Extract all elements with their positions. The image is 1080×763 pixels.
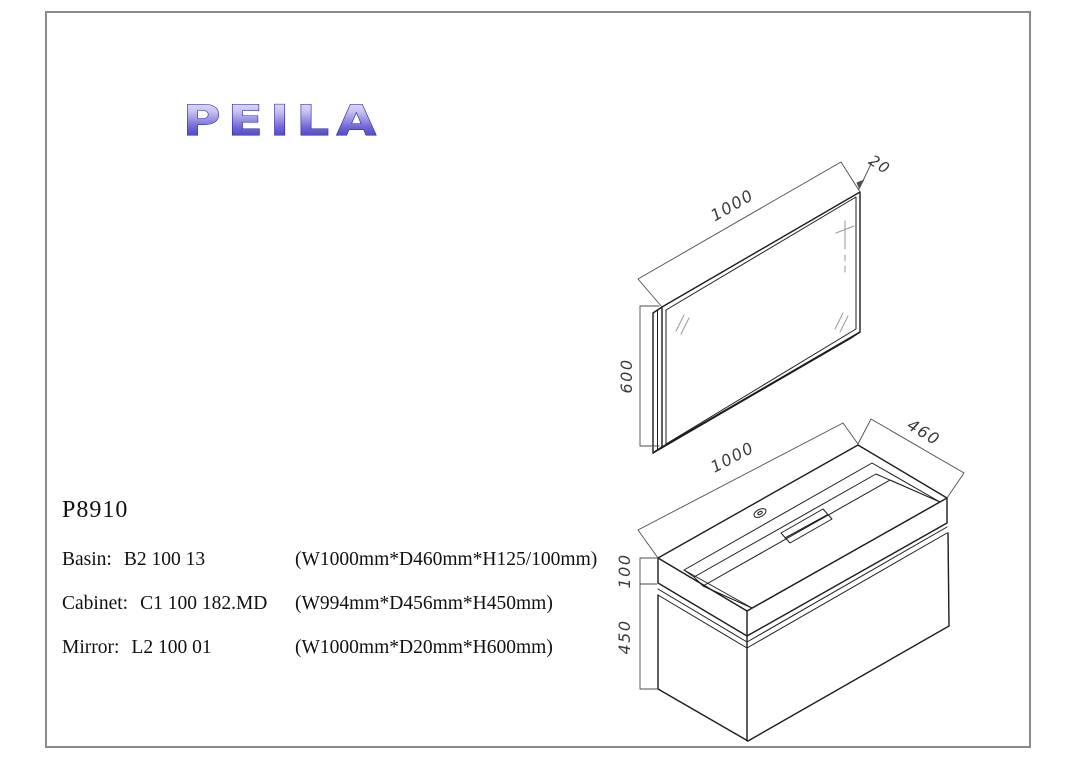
basin-code: B2 100 13 bbox=[123, 549, 206, 570]
mirror-height-dim-label: 600 bbox=[617, 358, 636, 393]
spec-row-cabinet: Cabinet: C1 100 182.MD (W994mm*D456mm*H45… bbox=[62, 593, 622, 615]
cabinet-label: Cabinet: bbox=[62, 593, 129, 614]
mirror-width-dim-label: 1000 bbox=[707, 185, 757, 225]
mirror-frame-outline bbox=[661, 191, 861, 448]
basin-box-edges bbox=[657, 497, 948, 649]
mirror-drawing: 600 1000 20 bbox=[617, 151, 894, 454]
mirror-depth-dim-label: 20 bbox=[866, 151, 894, 178]
mirror-dimensions: (W1000mm*D20mm*H600mm) bbox=[295, 637, 553, 658]
mirror-width-dim-lines bbox=[637, 161, 861, 308]
cabinet-dimensions: (W994mm*D456mm*H450mm) bbox=[295, 593, 553, 614]
cabinet-body-outline bbox=[657, 532, 950, 742]
cabinet-reveal-lines bbox=[657, 526, 948, 649]
mirror-glass-bezel bbox=[665, 196, 857, 445]
basin-height-dim-label: 100 bbox=[615, 553, 634, 588]
spec-row-basin: Basin: B2 100 13 (W1000mm*D460mm*H125/100… bbox=[62, 549, 622, 571]
basin-label: Basin: bbox=[62, 549, 112, 570]
glass-hatch-left bbox=[675, 314, 690, 335]
basin-dimensions: (W1000mm*D460mm*H125/100mm) bbox=[295, 549, 598, 570]
model-number: P8910 bbox=[62, 497, 129, 523]
mirror-depth-dim-arrow bbox=[856, 179, 865, 189]
mirror-label: Mirror: bbox=[62, 637, 120, 658]
glass-centerline-mark bbox=[835, 220, 855, 273]
basin-drain-plate bbox=[780, 508, 833, 544]
peila-logo: PEILA bbox=[182, 97, 383, 147]
vanity-height-dim-lines bbox=[639, 557, 658, 690]
faucet-hole bbox=[753, 508, 767, 518]
cabinet-code: C1 100 182.MD bbox=[140, 593, 268, 614]
spec-row-mirror: Mirror: L2 100 01 (W1000mm*D20mm*H600mm) bbox=[62, 637, 622, 659]
logo-wordmark: PEILA bbox=[183, 97, 383, 145]
vanity-width-dim-lines bbox=[637, 422, 859, 559]
mirror-code: L2 100 01 bbox=[131, 637, 212, 658]
sheet-border bbox=[45, 11, 1031, 748]
cabinet-height-dim-label: 450 bbox=[615, 619, 634, 654]
glass-hatch-right bbox=[834, 312, 849, 333]
spec-block: P8910 Basin: B2 100 13 (W1000mm*D460mm*H1… bbox=[62, 497, 597, 658]
vanity-drawing: 1000 460 100 450 bbox=[615, 415, 965, 742]
mirror-depth-midline bbox=[657, 309, 856, 451]
vanity-depth-dim-label: 460 bbox=[904, 415, 944, 449]
vanity-width-dim-label: 1000 bbox=[707, 438, 757, 477]
vanity-depth-dim-lines bbox=[857, 418, 965, 499]
basin-bowl-folds bbox=[683, 473, 941, 609]
mirror-height-dim-lines bbox=[639, 305, 660, 447]
